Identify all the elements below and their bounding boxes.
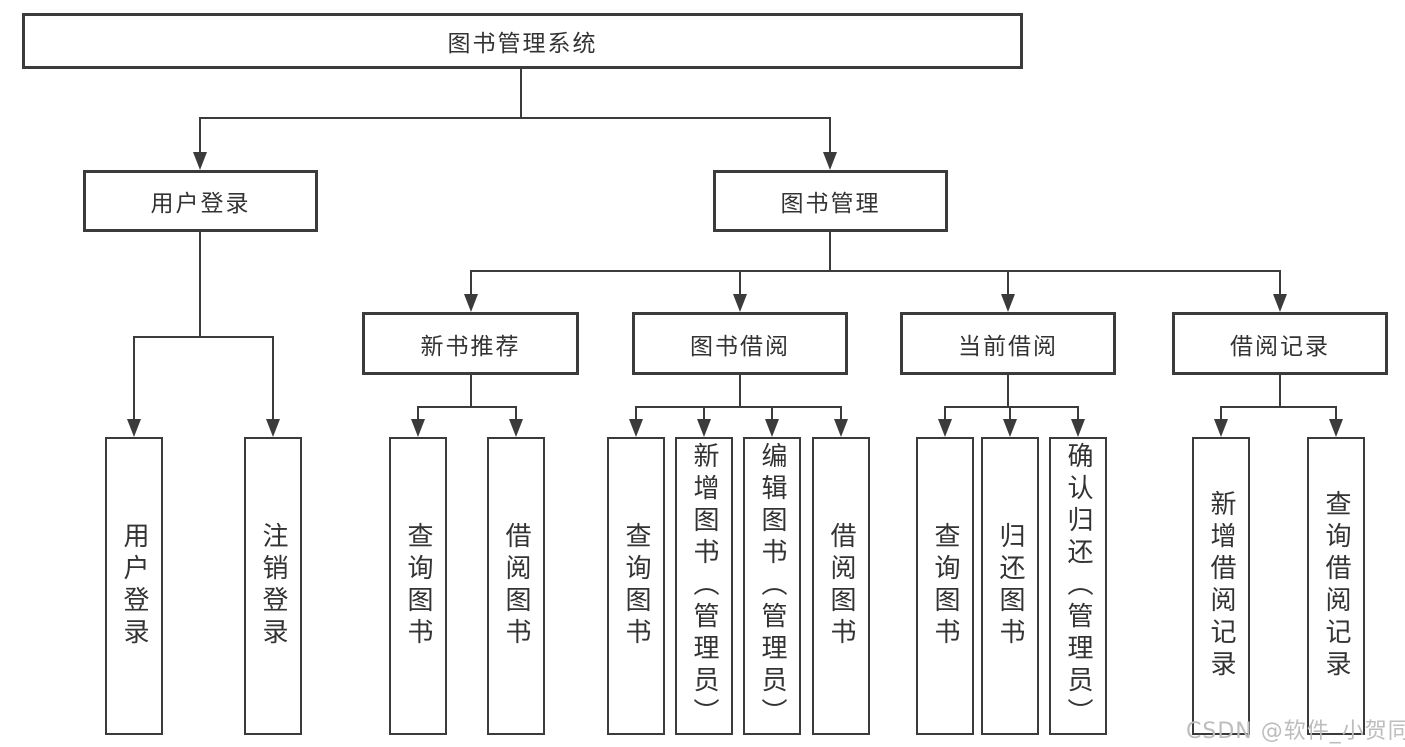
node-label: 注销登录 bbox=[258, 522, 288, 650]
arrow-down-icon bbox=[629, 419, 643, 437]
node-borrow-records: 借阅记录 bbox=[1172, 312, 1388, 375]
node-cb-query-books: 查询图书 bbox=[916, 437, 974, 735]
node-label: 当前借阅 bbox=[958, 333, 1058, 360]
arrow-down-icon bbox=[1273, 294, 1287, 312]
connector-book-borrow-drop bbox=[703, 406, 705, 419]
node-label: 查询图书 bbox=[930, 522, 960, 650]
connector-new-book-recommend-stem bbox=[470, 375, 472, 406]
arrow-down-icon bbox=[733, 294, 747, 312]
connector-book-borrow-drop bbox=[635, 406, 637, 419]
arrow-down-icon bbox=[697, 419, 711, 437]
node-label: 新书推荐 bbox=[420, 333, 521, 360]
node-label: 归还图书 bbox=[995, 522, 1025, 650]
connector-book-management-bus bbox=[470, 270, 1281, 272]
node-book-borrow: 图书借阅 bbox=[632, 312, 848, 375]
connector-current-borrow-bus bbox=[944, 406, 1079, 408]
connector-current-borrow-drop bbox=[944, 406, 946, 419]
node-current-borrow: 当前借阅 bbox=[900, 312, 1116, 375]
node-label: 查询图书 bbox=[621, 522, 651, 650]
arrow-down-icon bbox=[938, 419, 952, 437]
arrow-down-icon bbox=[127, 419, 141, 437]
node-user-login: 用户登录 bbox=[83, 170, 318, 232]
node-label: 查询图书 bbox=[403, 522, 433, 650]
connector-book-borrow-stem bbox=[739, 375, 741, 406]
arrow-down-icon bbox=[266, 419, 280, 437]
connector-borrow-records-drop bbox=[1220, 406, 1222, 419]
node-label: 图书借阅 bbox=[690, 333, 790, 360]
node-label: 用户登录 bbox=[119, 522, 149, 650]
connector-book-management-drop bbox=[739, 270, 741, 294]
connector-borrow-records-stem bbox=[1279, 375, 1281, 406]
node-label: 编辑图书（管理员） bbox=[757, 442, 787, 730]
connector-new-book-recommend-drop bbox=[515, 406, 517, 419]
node-book-management: 图书管理 bbox=[713, 170, 948, 232]
node-logout-action: 注销登录 bbox=[244, 437, 302, 735]
connector-root-drop bbox=[829, 117, 831, 152]
node-bb-borrow-books: 借阅图书 bbox=[812, 437, 870, 735]
connector-borrow-records-bus bbox=[1220, 406, 1337, 408]
connector-user-login-bus bbox=[133, 336, 274, 338]
node-label: 借阅图书 bbox=[826, 522, 856, 650]
connector-user-login-stem bbox=[199, 232, 201, 336]
node-new-book-recommend: 新书推荐 bbox=[362, 312, 579, 375]
connector-new-book-recommend-drop bbox=[417, 406, 419, 419]
connector-current-borrow-drop bbox=[1009, 406, 1011, 419]
node-label: 图书管理系统 bbox=[447, 31, 598, 57]
connector-new-book-recommend-bus bbox=[417, 406, 517, 408]
arrow-down-icon bbox=[834, 419, 848, 437]
node-bb-edit-books-admin: 编辑图书（管理员） bbox=[743, 437, 801, 735]
node-label: 图书管理 bbox=[780, 191, 881, 217]
node-label: 查询借阅记录 bbox=[1321, 490, 1351, 682]
node-bb-query-books: 查询图书 bbox=[607, 437, 665, 735]
arrow-down-icon bbox=[1329, 419, 1343, 437]
node-cb-confirm-return-admin: 确认归还（管理员） bbox=[1049, 437, 1107, 735]
node-label: 新增借阅记录 bbox=[1206, 490, 1236, 682]
connector-current-borrow-drop bbox=[1077, 406, 1079, 419]
csdn-watermark: CSDN @软件_小贺同学 bbox=[1186, 719, 1405, 744]
arrow-down-icon bbox=[1214, 419, 1228, 437]
connector-book-management-drop bbox=[470, 270, 472, 294]
node-label: 确认归还（管理员） bbox=[1063, 442, 1093, 730]
node-br-add-record: 新增借阅记录 bbox=[1192, 437, 1250, 735]
arrow-down-icon bbox=[193, 152, 207, 170]
connector-current-borrow-stem bbox=[1007, 375, 1009, 406]
node-label: 借阅记录 bbox=[1230, 333, 1330, 360]
node-label: 用户登录 bbox=[150, 191, 251, 217]
node-nbr-borrow-books: 借阅图书 bbox=[487, 437, 545, 735]
connector-book-management-drop bbox=[1279, 270, 1281, 294]
node-label: 借阅图书 bbox=[501, 522, 531, 650]
arrow-down-icon bbox=[464, 294, 478, 312]
connector-book-borrow-drop bbox=[840, 406, 842, 419]
connector-root-drop bbox=[199, 117, 201, 152]
connector-book-management-stem bbox=[829, 232, 831, 270]
arrow-down-icon bbox=[1071, 419, 1085, 437]
node-nbr-query-books: 查询图书 bbox=[389, 437, 447, 735]
node-cb-return-books: 归还图书 bbox=[981, 437, 1039, 735]
node-label: 新增图书（管理员） bbox=[689, 442, 719, 730]
node-br-query-record: 查询借阅记录 bbox=[1307, 437, 1365, 735]
arrow-down-icon bbox=[1003, 419, 1017, 437]
node-user-login-action: 用户登录 bbox=[105, 437, 163, 735]
arrow-down-icon bbox=[823, 152, 837, 170]
connector-user-login-drop bbox=[133, 336, 135, 419]
connector-user-login-drop bbox=[272, 336, 274, 419]
node-library-management-system: 图书管理系统 bbox=[22, 13, 1023, 69]
connector-book-borrow-drop bbox=[771, 406, 773, 419]
node-bb-add-books-admin: 新增图书（管理员） bbox=[675, 437, 733, 735]
arrow-down-icon bbox=[411, 419, 425, 437]
arrow-down-icon bbox=[509, 419, 523, 437]
connector-root-stem bbox=[520, 69, 522, 117]
arrow-down-icon bbox=[765, 419, 779, 437]
connector-book-management-drop bbox=[1007, 270, 1009, 294]
connector-book-borrow-bus bbox=[635, 406, 842, 408]
connector-borrow-records-drop bbox=[1335, 406, 1337, 419]
arrow-down-icon bbox=[1001, 294, 1015, 312]
connector-root-bus bbox=[199, 117, 831, 119]
